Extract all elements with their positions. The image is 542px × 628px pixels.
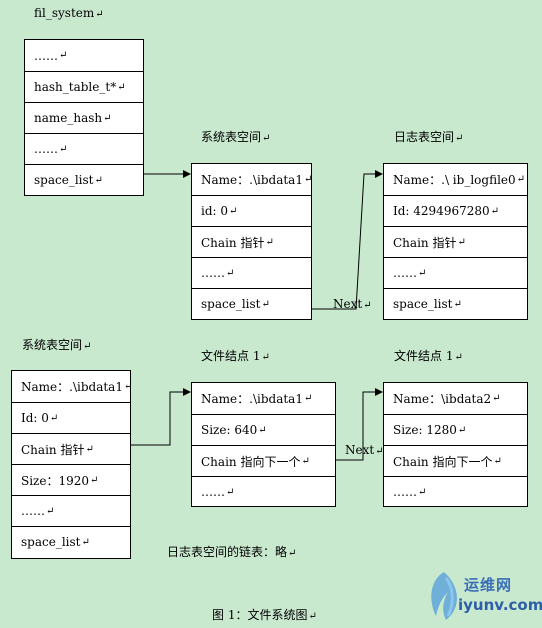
log-space-title: 日志表空间↵ [394, 130, 464, 144]
row-text: Name：.\ ib_logfile0 [393, 173, 516, 187]
row-text: …… [393, 485, 417, 499]
row-text: Chain 指针 [21, 442, 85, 457]
file-node-box-2-row: Size: 1280↵ [384, 414, 527, 445]
sys-space-box-2-row: ……↵ [12, 495, 130, 526]
sys-space-title-2: 系统表空间↵ [22, 338, 92, 352]
fil-system-box-row: space_list↵ [25, 164, 143, 195]
row-text: space_list [201, 297, 261, 311]
row-text: hash_table_t* [34, 80, 117, 94]
log-space-box-row: Chain 指针↵ [384, 226, 527, 257]
log-chain-note: 日志表空间的链表：略↵ [167, 545, 297, 559]
sys-space-box-2-row: Name：.\ibdata1↵ [21, 380, 133, 394]
next-label-2: Next↵ [345, 443, 384, 457]
fil-system-box-row: name_hash↵ [25, 102, 143, 133]
row-text: Chain 指针 [201, 235, 265, 250]
next-label-1: Next↵ [333, 297, 372, 311]
row-text: …… [201, 266, 225, 280]
arrow-sys1-to-log [312, 170, 383, 310]
log-space-box-row: ……↵ [384, 257, 527, 288]
fil-system-box-row: ……↵ [25, 133, 143, 164]
fil-system-box-row: hash_table_t*↵ [25, 71, 143, 102]
row-text: space_list [34, 173, 94, 187]
file-node-title-2: 文件结点 1↵ [394, 349, 463, 363]
file-node-box-2-row: Name：\ibdata2↵ [393, 392, 501, 406]
row-text: …… [34, 142, 58, 156]
row-text: Name：.\ibdata1 [21, 380, 123, 394]
row-text: …… [201, 485, 225, 499]
arrow-sys2-to-fn1 [131, 388, 191, 446]
sys-space-box-2-row: Chain 指针↵ [12, 433, 130, 464]
sys-space-title-1: 系统表空间↵ [201, 130, 271, 144]
fil-system-box: ……↵hash_table_t*↵name_hash↵……↵space_list… [24, 39, 144, 196]
arrow-fn1-to-fn2 [336, 388, 383, 461]
file-node-box-1-row: ……↵ [192, 476, 335, 507]
row-text: Name：.\ibdata1 [201, 392, 303, 406]
row-text: Chain 指向下一个 [393, 454, 493, 469]
row-text: space_list [393, 297, 453, 311]
log-space-box-row: Id: 4294967280↵ [384, 195, 527, 226]
fil-system-box-row: ……↵ [34, 48, 68, 63]
site-logo: 运维网 iyunv.com [424, 566, 542, 622]
sys-space-box-1-row: Name：.\ibdata1↵ [201, 173, 313, 187]
row-text: …… [34, 48, 58, 63]
row-text: space_list [21, 535, 81, 549]
file-node-box-1-row: Chain 指向下一个↵ [192, 445, 335, 476]
row-text: Id: 0 [21, 411, 49, 425]
file-node-box-2-row: ……↵ [384, 476, 527, 507]
row-text: …… [393, 266, 417, 280]
file-node-box-2-row: Chain 指向下一个↵ [384, 445, 527, 476]
figure-caption: 图 1：文件系统图↵ [212, 608, 317, 622]
row-text: Size: 1280 [393, 423, 457, 437]
row-text: Id: 4294967280 [393, 204, 490, 218]
sys-space-box-2: Name：.\ibdata1↵ Id: 0↵Chain 指针↵Size：1920↵… [11, 370, 133, 559]
sys-space-box-1-row: id: 0↵ [192, 195, 311, 226]
sys-space-box-2-row: Id: 0↵ [12, 402, 130, 433]
file-node-box-1-row: Name：.\ibdata1↵ [201, 392, 313, 406]
row-text: id: 0 [201, 204, 229, 218]
log-space-box-row: Name：.\ ib_logfile0↵ [393, 173, 526, 187]
row-text: Chain 指向下一个 [201, 454, 301, 469]
file-node-box-1: Name：.\ibdata1↵ Size: 640↵Chain 指向下一个↵……↵ [191, 382, 336, 507]
logo-text-en: iyunv.com [458, 596, 542, 614]
row-text: name_hash [34, 111, 103, 125]
log-space-box: Name：.\ ib_logfile0↵Id: 4294967280↵Chain… [383, 163, 528, 320]
file-node-title-1: 文件结点 1↵ [201, 349, 270, 363]
row-text: Size: 640 [201, 423, 258, 437]
logo-icon [431, 572, 457, 620]
log-space-box-row: space_list↵ [384, 288, 527, 319]
row-text: Size：1920 [21, 473, 90, 488]
sys-space-box-1-row: ……↵ [192, 257, 311, 288]
row-text: Chain 指针 [393, 235, 457, 250]
file-node-box-1-row: Size: 640↵ [192, 414, 335, 445]
logo-text-cn: 运维网 [464, 576, 513, 594]
row-text: …… [21, 504, 45, 518]
fil-system-title: fil_system↵ [34, 6, 104, 20]
row-text: Name：\ibdata2 [393, 392, 492, 406]
sys-space-box-2-row: Size：1920↵ [12, 464, 130, 495]
sys-space-box-2-row: space_list↵ [12, 526, 130, 557]
sys-space-box-1-row: space_list↵ [192, 288, 311, 319]
file-node-box-2: Name：\ibdata2↵ Size: 1280↵Chain 指向下一个↵……↵ [383, 382, 528, 507]
sys-space-box-1-row: Chain 指针↵ [192, 226, 311, 257]
row-text: Name：.\ibdata1 [201, 173, 303, 187]
sys-space-box-1: Name：.\ibdata1↵id: 0↵Chain 指针↵……↵space_l… [191, 163, 312, 320]
